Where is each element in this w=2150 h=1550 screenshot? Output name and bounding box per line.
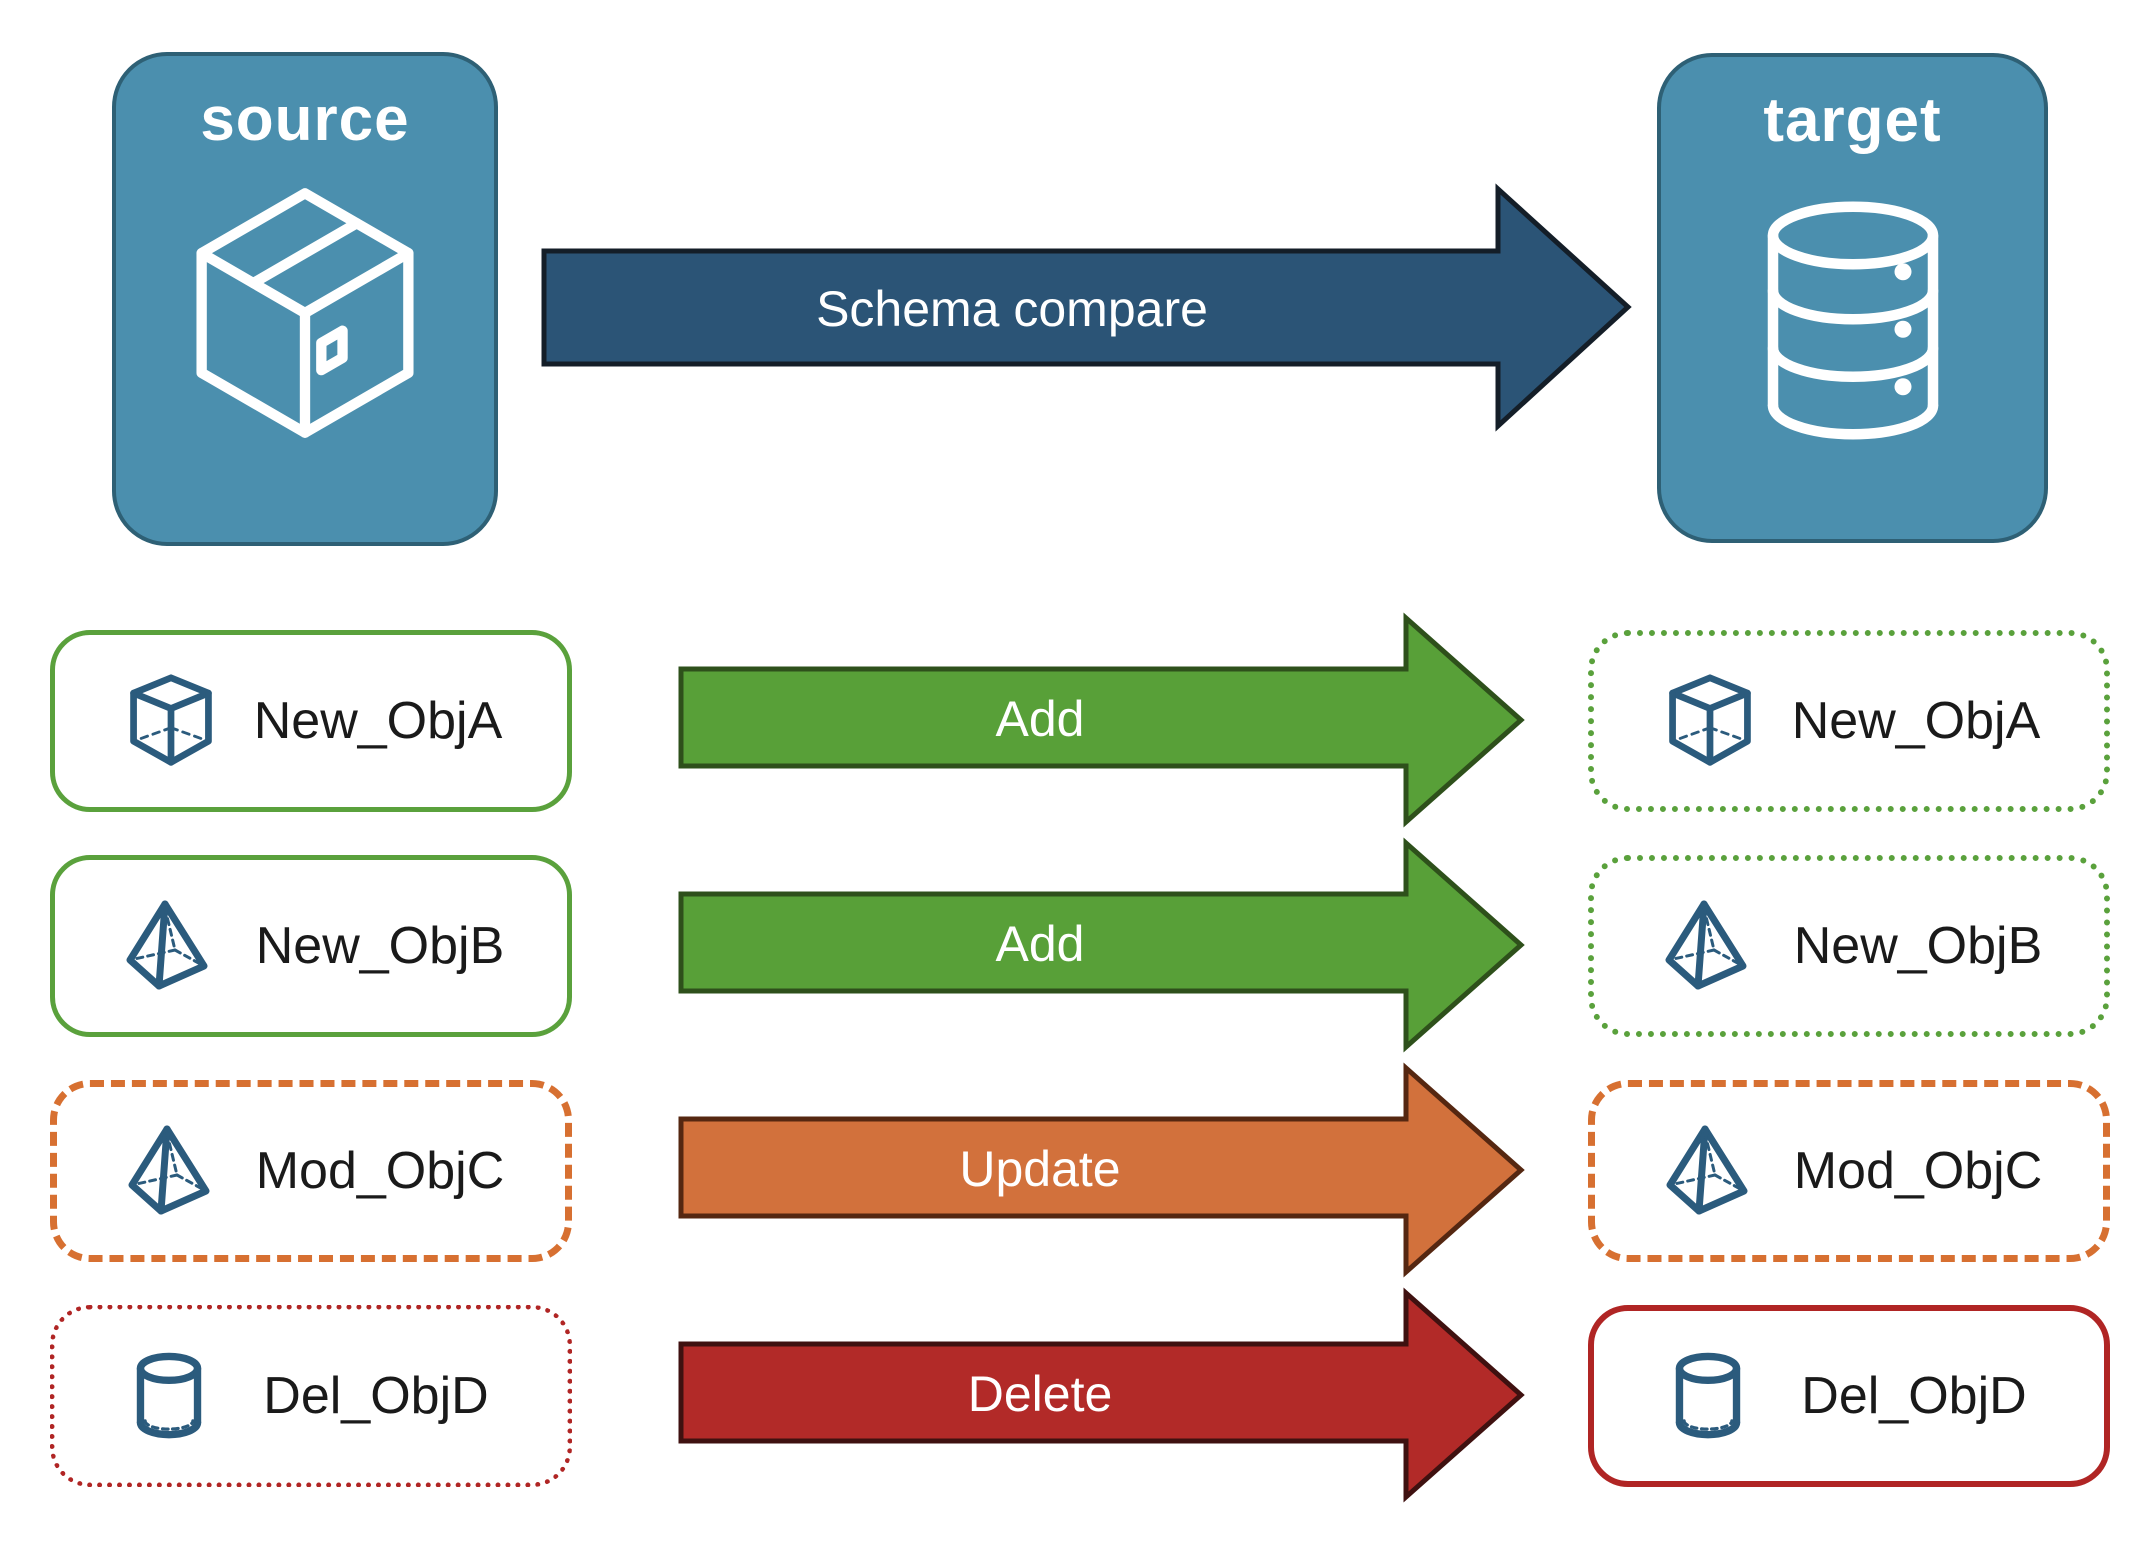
source-node: source xyxy=(112,52,498,546)
object-label: New_ObjB xyxy=(255,917,505,975)
source-node-title: source xyxy=(200,85,410,154)
target-object-mod-objc: Mod_ObjC xyxy=(1588,1080,2110,1262)
package-icon xyxy=(196,188,414,438)
pyramid-icon xyxy=(1665,900,1747,990)
target-object-new-obja: New_ObjA xyxy=(1588,630,2110,812)
object-label: New_ObjA xyxy=(253,692,503,750)
add-arrow-2: Add xyxy=(678,837,1525,1053)
pyramid-icon xyxy=(128,1125,210,1215)
object-label: Mod_ObjC xyxy=(255,1142,505,1200)
pyramid-icon xyxy=(1666,1125,1748,1215)
delete-arrow-shape xyxy=(678,1287,1525,1503)
source-object-new-objb: New_ObjB xyxy=(50,855,572,1037)
cube-icon xyxy=(130,674,212,766)
object-label: New_ObjB xyxy=(1793,917,2043,975)
source-object-new-obja: New_ObjA xyxy=(50,630,572,812)
pyramid-icon xyxy=(126,900,208,990)
object-label: New_ObjA xyxy=(1791,692,2041,750)
update-arrow-label: Update xyxy=(959,1141,1120,1197)
update-arrow-shape xyxy=(678,1062,1525,1278)
add-arrow-1-label: Add xyxy=(996,691,1085,747)
database-icon xyxy=(1767,201,1938,440)
add-arrow-1-shape xyxy=(678,612,1525,828)
add-arrow-2-label: Add xyxy=(996,916,1085,972)
schema-compare-arrow-shape xyxy=(541,183,1632,432)
add-arrow-2-shape xyxy=(678,837,1525,1053)
source-object-del-objd: Del_ObjD xyxy=(50,1305,572,1487)
source-object-mod-objc: Mod_ObjC xyxy=(50,1080,572,1262)
target-node-title: target xyxy=(1763,86,1942,155)
add-arrow-1: Add xyxy=(678,612,1525,828)
cube-icon xyxy=(1669,674,1751,766)
target-object-del-objd: Del_ObjD xyxy=(1588,1305,2110,1487)
delete-arrow-label: Delete xyxy=(968,1366,1113,1422)
target-object-new-objb: New_ObjB xyxy=(1588,855,2110,1037)
update-arrow: Update xyxy=(678,1062,1525,1278)
object-label: Mod_ObjC xyxy=(1793,1142,2043,1200)
target-node: target xyxy=(1657,53,2048,543)
cylinder-icon xyxy=(1675,1352,1741,1439)
cylinder-icon xyxy=(136,1352,202,1439)
delete-arrow: Delete xyxy=(678,1287,1525,1503)
schema-compare-arrow-label: Schema compare xyxy=(816,281,1208,337)
object-label: Del_ObjD xyxy=(263,1367,489,1425)
object-label: Del_ObjD xyxy=(1801,1367,2027,1425)
schema-compare-arrow: Schema compare xyxy=(541,183,1632,432)
